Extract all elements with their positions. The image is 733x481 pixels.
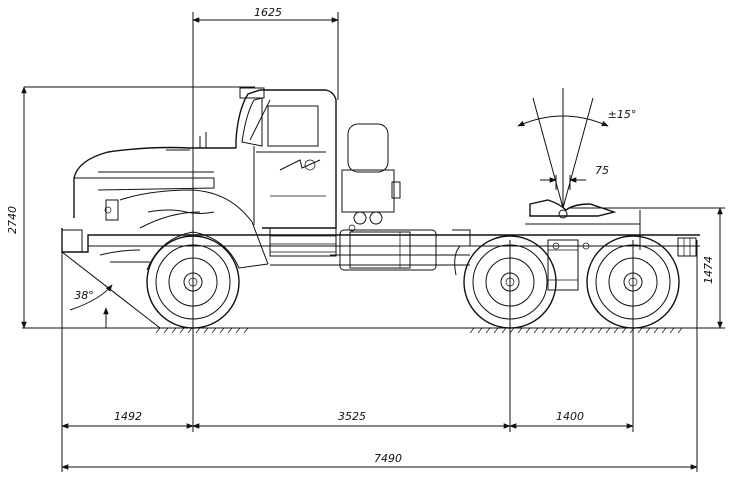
dimension-fifth-wheel-height: 1474 xyxy=(702,207,723,329)
dim-label-fifth-wheel-offset: 75 xyxy=(595,164,609,177)
dimension-wheelbases: 1492 3525 1400 xyxy=(61,410,634,429)
truck-outline xyxy=(61,87,700,329)
chassis-frame xyxy=(61,228,700,266)
dimension-overall-height: 2740 xyxy=(6,86,27,329)
axle-center-lines xyxy=(24,12,725,472)
dimension-overall-length: 7490 xyxy=(61,452,698,470)
fifth-wheel xyxy=(525,199,641,291)
hood-and-fender xyxy=(73,132,269,265)
last-rear-wheel xyxy=(586,235,680,329)
dim-label-fifth-wheel-height: 1474 xyxy=(702,256,715,284)
ground-lines xyxy=(22,327,725,334)
spare-wheel xyxy=(341,123,401,225)
middle-rear-wheel xyxy=(463,235,557,329)
front-wheel xyxy=(146,231,269,329)
approach-angle-marker: 38° xyxy=(61,251,161,329)
dim-label-overall-length: 7490 xyxy=(374,452,402,465)
fifth-wheel-angle-marker: ±15° 75 xyxy=(517,88,637,209)
dim-label-cab-width: 1625 xyxy=(254,6,282,19)
cab xyxy=(235,87,337,257)
dimension-cab-width: 1625 xyxy=(192,6,339,23)
dim-label-wheelbase: 3525 xyxy=(338,410,366,423)
dim-label-tilt-angle: ±15° xyxy=(608,108,637,121)
dim-label-front-overhang: 1492 xyxy=(114,410,142,423)
dim-label-rear-axle-spacing: 1400 xyxy=(556,410,584,423)
dim-label-overall-height: 2740 xyxy=(6,206,19,234)
dim-label-approach-angle: 38° xyxy=(74,289,94,302)
fuel-tank xyxy=(339,224,471,276)
